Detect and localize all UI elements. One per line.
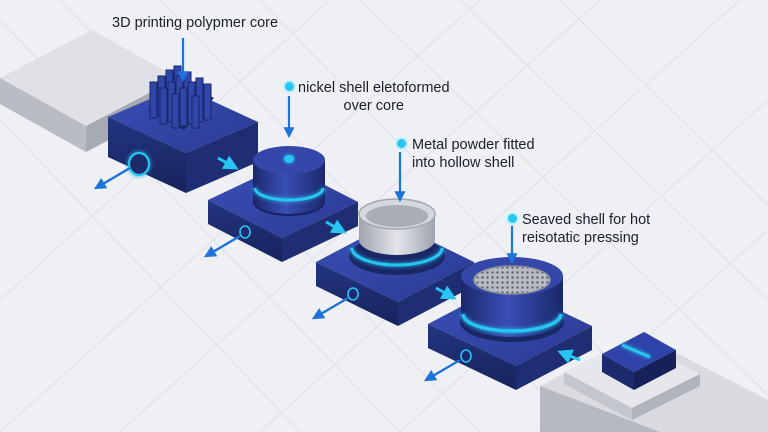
down-left-arrow-icon	[203, 234, 241, 258]
step-4-label: Seaved shell for hot reisotatic pressing	[522, 212, 651, 246]
status-dot-icon	[508, 214, 517, 223]
down-left-arrow-icon	[311, 296, 349, 320]
step-3-label: Metal powder fitted into hollow shell	[412, 137, 535, 171]
step-1-label: 3D printing polypmer core	[112, 15, 279, 31]
status-dot-icon	[285, 82, 294, 91]
label-arrows	[177, 38, 518, 265]
nickel-shell-cylinder	[253, 146, 325, 216]
exit-arrows	[93, 166, 461, 382]
port-ring	[239, 225, 251, 239]
sealed-shell-mesh	[460, 257, 564, 342]
output-module	[602, 332, 676, 390]
right-arrow-icon	[435, 285, 457, 300]
right-arrow-icon	[217, 155, 239, 170]
port-ring	[347, 287, 359, 301]
output-block	[540, 334, 768, 432]
port-ring	[127, 151, 151, 177]
status-dot-icon	[397, 139, 406, 148]
station-3	[316, 198, 474, 326]
station-2	[208, 146, 358, 262]
step-2-label: nickel shell eletoformed over core	[298, 80, 450, 114]
port-ring	[460, 349, 472, 363]
down-left-arrow-icon	[423, 358, 461, 382]
polymer-core-lattice	[148, 65, 214, 130]
right-arrow-icon	[325, 219, 347, 234]
hollow-shell-with-powder	[349, 198, 445, 275]
flow-arrows	[217, 155, 581, 364]
left-arrow-icon	[557, 349, 581, 364]
station-4	[428, 257, 592, 390]
down-left-arrow-icon	[93, 166, 131, 190]
